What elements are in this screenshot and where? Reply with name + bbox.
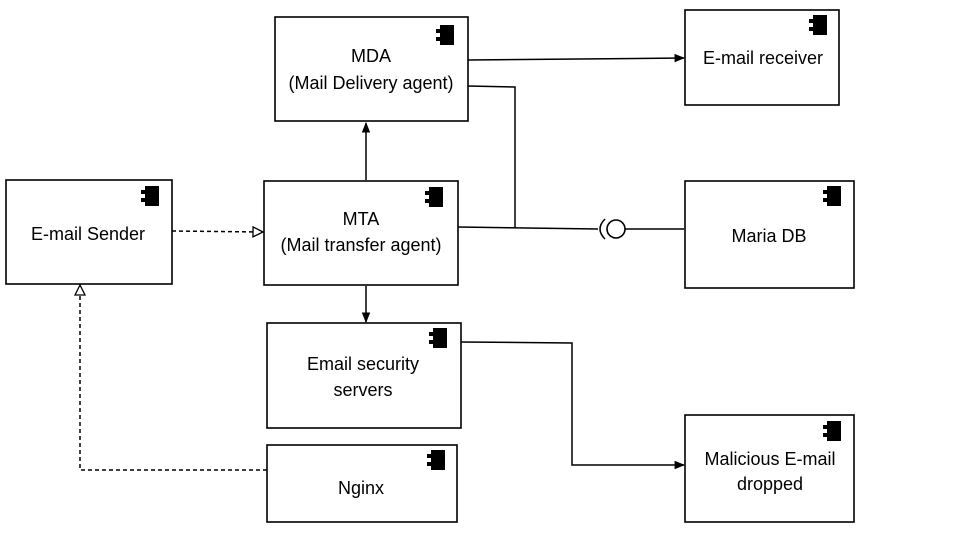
component-nginx[interactable]: Nginx <box>266 444 458 523</box>
security-subtitle: servers <box>333 380 392 400</box>
security-title: Email security <box>307 354 419 374</box>
mta-title: MTA <box>343 209 380 229</box>
component-mda[interactable]: MDA (Mail Delivery agent) <box>274 16 469 122</box>
malicious-title: Malicious E-mail <box>704 449 835 469</box>
component-email-security-servers[interactable]: Email security servers <box>266 322 462 429</box>
connector-nginx-to-sender <box>80 285 267 471</box>
provided-interface-lollipop <box>606 219 626 239</box>
connector-mda-to-db-junction <box>467 85 516 228</box>
nginx-title: Nginx <box>338 478 384 498</box>
mta-subtitle: (Mail transfer agent) <box>280 235 441 255</box>
receiver-title: E-mail receiver <box>703 48 823 68</box>
sender-title: E-mail Sender <box>31 224 145 244</box>
connectors <box>80 53 686 471</box>
mda-subtitle: (Mail Delivery agent) <box>288 73 453 93</box>
component-email-receiver[interactable]: E-mail receiver <box>684 9 840 106</box>
component-maria-db[interactable]: Maria DB <box>684 180 855 289</box>
mda-title: MDA <box>351 46 391 66</box>
connector-mta-to-socket <box>457 226 599 230</box>
mariadb-title: Maria DB <box>731 226 806 246</box>
connector-security-to-malicious <box>460 341 686 470</box>
connector-mda-to-receiver <box>467 53 686 63</box>
malicious-subtitle: dropped <box>737 474 803 494</box>
component-mta[interactable]: MTA (Mail transfer agent) <box>263 180 459 286</box>
connector-sender-to-mta <box>171 231 263 232</box>
component-email-sender[interactable]: E-mail Sender <box>5 179 173 285</box>
component-malicious-email-dropped[interactable]: Malicious E-mail dropped <box>684 414 855 523</box>
required-interface-socket <box>599 218 606 240</box>
